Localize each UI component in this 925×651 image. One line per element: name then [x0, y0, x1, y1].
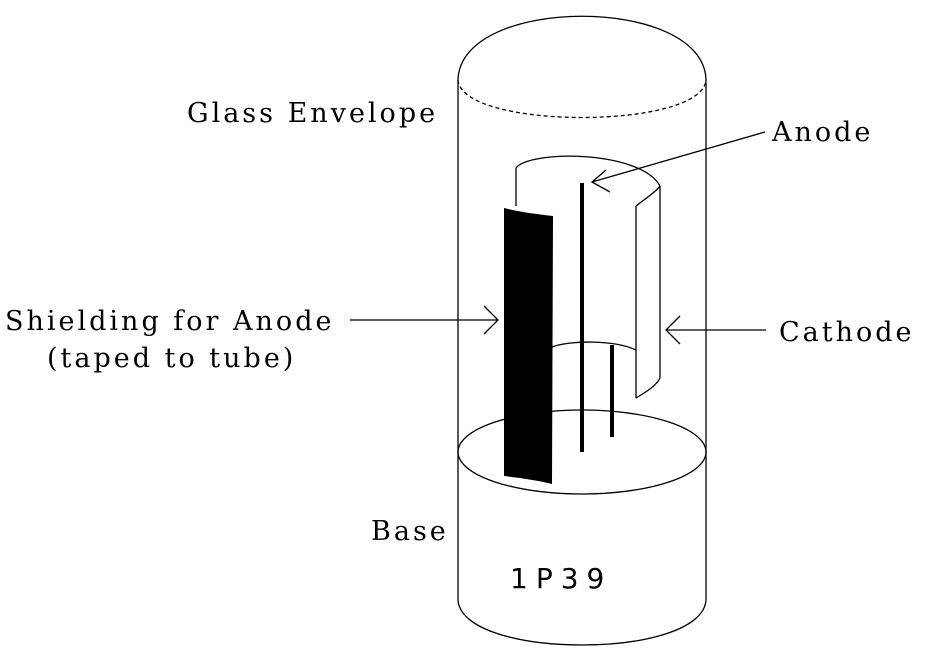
cathode-label: Cathode: [779, 317, 915, 348]
glass-envelope-label: Glass Envelope: [187, 98, 438, 129]
anode-arrow: [590, 131, 766, 193]
glass-envelope: [457, 15, 707, 600]
base-label: Base: [371, 516, 449, 547]
cathode: [515, 155, 661, 399]
cathode-bottom-fold: [635, 377, 661, 399]
shielding-label-line1: Shielding for Anode: [5, 306, 334, 337]
envelope-dome: [457, 15, 707, 81]
base-bottom-curve: [457, 599, 707, 646]
cathode-front-fold: [635, 185, 661, 207]
envelope-rim-dashed: [457, 79, 707, 119]
cathode-lower-curve: [551, 341, 637, 351]
cathode-arrow: [665, 315, 766, 345]
shielding-label-line2: (taped to tube): [47, 343, 296, 374]
cathode-top-edge: [515, 155, 661, 187]
anode-label: Anode: [771, 117, 873, 148]
shielding-arrow: [350, 305, 499, 335]
tube-marking: 1P39: [510, 562, 612, 595]
anode-shielding-strip: [504, 208, 553, 484]
